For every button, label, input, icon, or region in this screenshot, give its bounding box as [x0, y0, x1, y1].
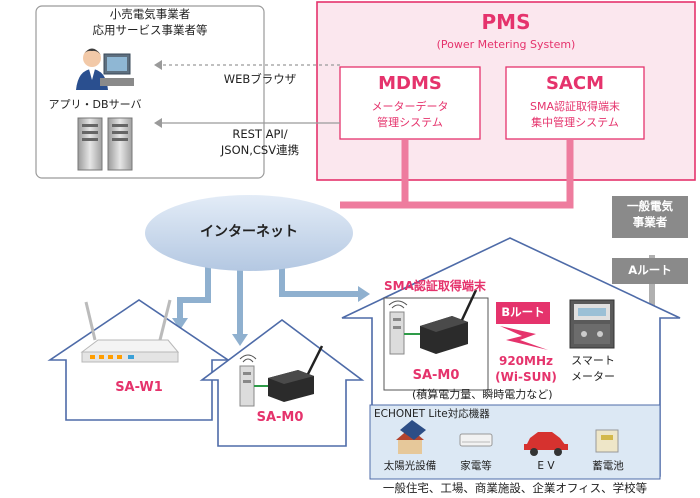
appliance-icon	[459, 433, 493, 447]
mdms-line1: メーターデータ	[371, 100, 449, 113]
utility-box	[612, 196, 688, 238]
sacm-line2: 集中管理システム	[531, 116, 619, 129]
internet-downlinks	[177, 262, 360, 336]
ev-car-icon	[524, 432, 568, 456]
rest-api-label-line1: REST API/	[232, 127, 288, 141]
a-route-label: Aルート	[628, 263, 672, 277]
web-arrow-head	[154, 60, 162, 70]
device-ev-label: E V	[537, 460, 555, 472]
internet-label: インターネット	[200, 224, 298, 240]
a-route-box	[612, 258, 688, 284]
b-route-label: Bルート	[501, 305, 545, 319]
sma-device-icon	[388, 289, 478, 355]
smart-meter-line2: メーター	[571, 370, 615, 383]
solar-house-icon	[396, 420, 426, 454]
arrow-house1	[172, 318, 188, 330]
pms-internet-connector	[340, 140, 574, 209]
operator-line1: 小売電気事業者	[109, 7, 191, 21]
server-label: アプリ・DBサーバ	[48, 98, 142, 111]
device-solar-label: 太陽光設備	[383, 460, 437, 472]
arrow-house3	[358, 286, 370, 302]
device-battery-label: 蓄電池	[592, 460, 624, 472]
sa-w1-label: SA-W1	[115, 380, 163, 395]
frequency-line1: 920MHz	[498, 354, 554, 368]
server-rack-icon	[77, 117, 133, 171]
operator-person-icon	[76, 48, 134, 90]
footer-caption: 一般住宅、工場、商業施設、企業オフィス、学校等	[382, 481, 648, 495]
mdms-box	[339, 66, 481, 140]
echonet-title: ECHONET Lite対応機器	[374, 408, 490, 420]
sacm-title: SACM	[545, 73, 605, 94]
sma-title: SMA認証取得端末	[384, 279, 486, 293]
sacm-line1: SMA認証取得端末	[530, 100, 620, 113]
mdms-title: MDMS	[378, 73, 442, 94]
sacm-box	[505, 66, 645, 140]
sa-m0-label: SA-M0	[256, 410, 304, 425]
internet-cloud	[145, 195, 353, 271]
utility-line1: 一般電気	[627, 199, 673, 213]
mdms-line2: 管理システム	[377, 116, 443, 129]
pms-subtitle: (Power Metering System)	[436, 38, 576, 51]
sa-m0-device-icon	[239, 345, 324, 407]
arrow-house2	[232, 334, 248, 346]
web-browser-label: WEBブラウザ	[223, 72, 297, 86]
sa-m0-main-label: SA-M0	[412, 368, 460, 383]
battery-icon	[595, 429, 619, 453]
router-icon	[80, 299, 180, 363]
frequency-line2: (Wi-SUN)	[495, 370, 557, 384]
smart-meter-icon	[569, 299, 615, 349]
measure-note: (積算電力量、瞬時電力など)	[412, 388, 553, 401]
rest-api-label-line2: JSON,CSV連携	[220, 143, 300, 157]
wireless-lightning-icon	[500, 326, 548, 350]
utility-line2: 事業者	[632, 215, 668, 229]
smart-meter-line1: スマート	[571, 354, 615, 367]
operator-line2: 応用サービス事業者等	[92, 23, 208, 37]
rest-arrow-head	[154, 118, 162, 128]
device-appliance-label: 家電等	[460, 460, 492, 472]
b-route-box	[496, 302, 550, 324]
pms-title: PMS	[481, 10, 531, 34]
